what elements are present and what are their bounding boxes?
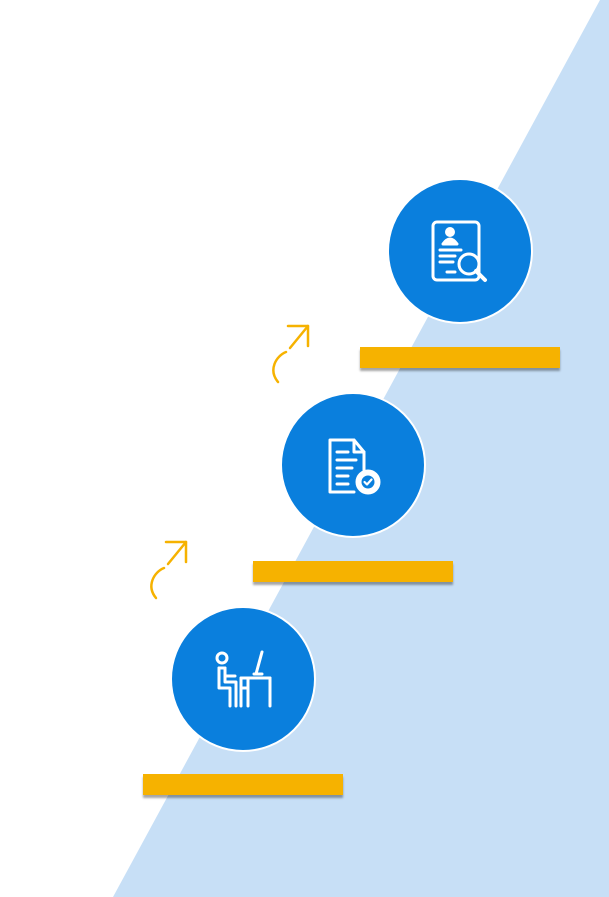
step-1-circle: [170, 606, 316, 752]
step-3-circle: [387, 178, 533, 324]
step-2-circle: [280, 392, 426, 538]
resume-magnifier-search-icon: [431, 220, 487, 282]
step-bar-3: [360, 347, 560, 368]
curved-arrow-up-right-icon: [272, 324, 310, 384]
curved-arrow-up-right-icon: [150, 540, 188, 600]
person-at-desk-computer-icon: [215, 650, 272, 708]
document-with-badge-check-icon: [328, 438, 381, 495]
step-bar-2: [253, 561, 453, 582]
step-bar-1: [143, 774, 343, 795]
